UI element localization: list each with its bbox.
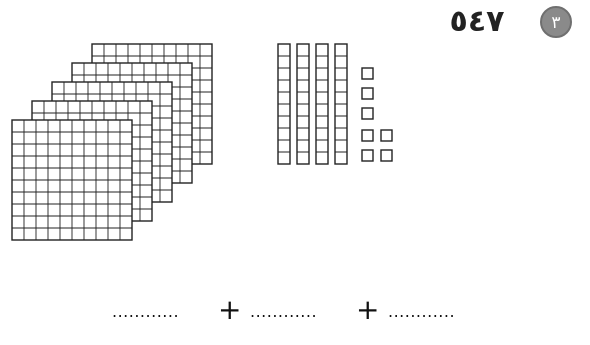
- one-unit: [381, 130, 392, 141]
- hundred-flat: [12, 120, 132, 240]
- one-unit: [381, 150, 392, 161]
- ten-rod: [316, 44, 328, 164]
- exercise-badge: ٣: [541, 7, 571, 37]
- plus-sign: +: [356, 296, 379, 324]
- one-unit: [362, 68, 373, 79]
- tens-rods-group: [278, 44, 347, 164]
- plus-sign: +: [218, 296, 241, 324]
- one-unit: [362, 130, 373, 141]
- answer-blank-ones[interactable]: ............: [388, 302, 455, 321]
- one-unit: [362, 150, 373, 161]
- ten-rod: [297, 44, 309, 164]
- one-unit: [362, 88, 373, 99]
- ten-rod: [335, 44, 347, 164]
- exercise-number: ٣: [551, 13, 560, 33]
- target-number: ٥٤٧: [450, 4, 505, 39]
- ones-units-group: [362, 68, 392, 161]
- answer-blank-tens[interactable]: ............: [250, 302, 317, 321]
- answer-blank-hundreds[interactable]: ............: [112, 302, 179, 321]
- ten-rod: [278, 44, 290, 164]
- one-unit: [362, 108, 373, 119]
- hundreds-flats-group: [12, 44, 212, 240]
